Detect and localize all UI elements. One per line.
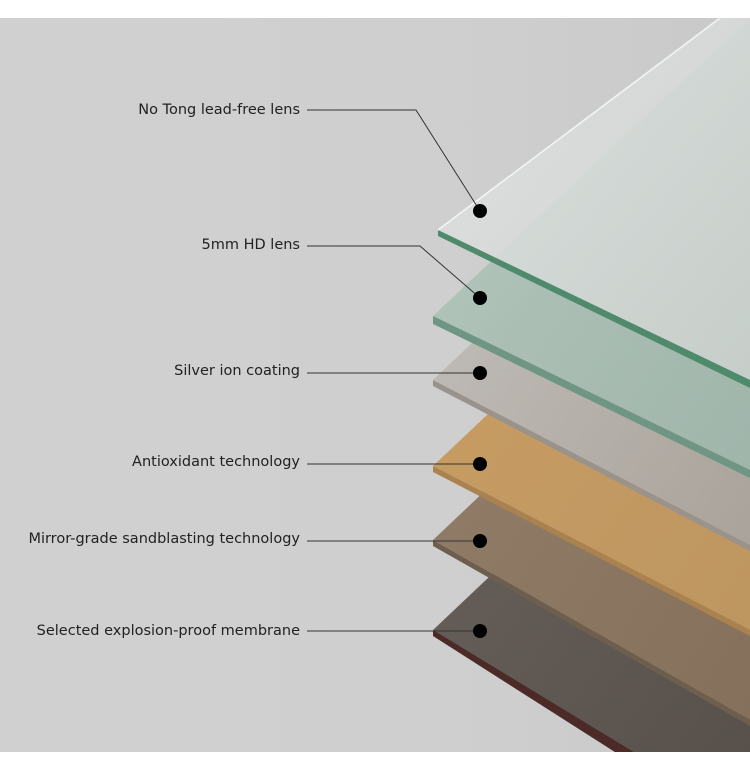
- layer-label-antioxidant: Antioxidant technology: [132, 454, 300, 470]
- leader-lines: [307, 109, 481, 632]
- layer-stack: [307, 18, 750, 752]
- marker-dot-1: [473, 204, 487, 218]
- markers: [473, 204, 487, 638]
- leader-line-1: [307, 109, 481, 212]
- marker-dot-2: [473, 291, 487, 305]
- layer-label-membrane: Selected explosion-proof membrane: [36, 623, 300, 639]
- layer-label-silver-ion: Silver ion coating: [174, 363, 300, 379]
- marker-dot-6: [473, 624, 487, 638]
- leader-line-2: [307, 245, 481, 299]
- layer-label-sandblasting: Mirror-grade sandblasting technology: [28, 531, 300, 547]
- layer-lead-free-lens: [437, 18, 750, 388]
- layer-label-hd-lens: 5mm HD lens: [201, 237, 300, 253]
- layer-label-lead-free-lens: No Tong lead-free lens: [138, 102, 300, 118]
- marker-dot-5: [473, 534, 487, 548]
- diagram-panel: No Tong lead-free lens 5mm HD lens Silve…: [0, 18, 750, 752]
- marker-dot-3: [473, 366, 487, 380]
- marker-dot-4: [473, 457, 487, 471]
